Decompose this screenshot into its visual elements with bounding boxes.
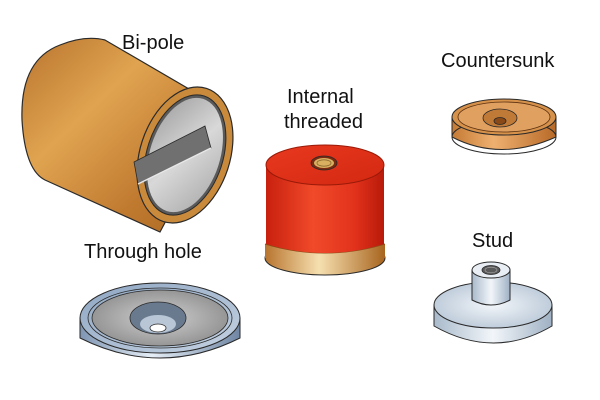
stud-magnet — [433, 261, 553, 344]
countersunk-magnet — [451, 98, 557, 155]
through-hole-magnet — [79, 282, 241, 359]
label-through-hole: Through hole — [84, 241, 202, 263]
label-internal-threaded-line1: Internal — [287, 86, 354, 108]
internal-threaded-magnet — [264, 144, 386, 276]
label-internal-threaded-line2: threaded — [284, 111, 363, 133]
label-stud: Stud — [472, 230, 514, 252]
label-countersunk: Countersunk — [441, 50, 555, 72]
label-bi-pole: Bi-pole — [122, 32, 185, 54]
bi-pole-magnet — [21, 37, 234, 233]
